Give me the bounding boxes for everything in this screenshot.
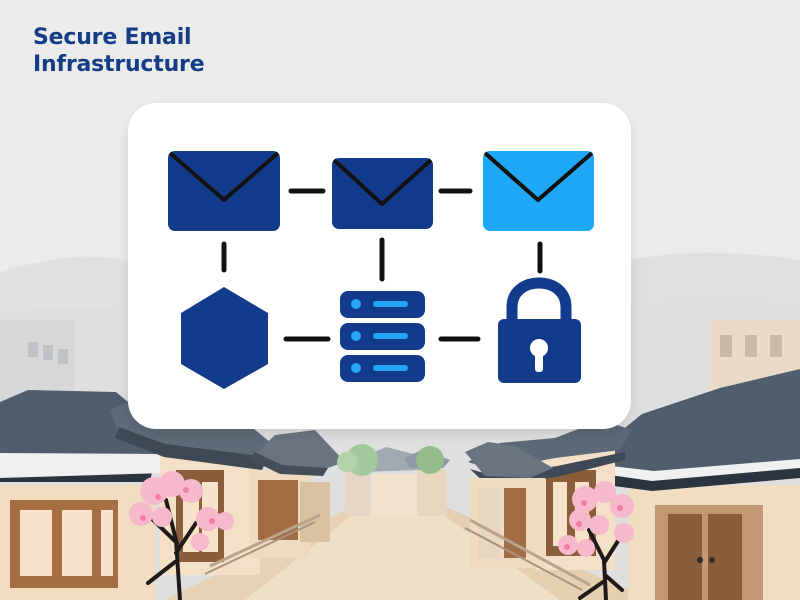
title-block: Secure Email Infrastructure [33, 24, 205, 78]
left-sidewalk [165, 505, 365, 600]
cherry-tree-left [129, 471, 234, 600]
left-street-sidewalk-rails [204, 513, 321, 575]
diagram-card [128, 103, 631, 429]
right-hanok-mid [468, 420, 632, 570]
street-end-buildings [337, 444, 450, 516]
distant-building-left [0, 320, 75, 415]
cherry-tree-right [558, 481, 634, 600]
title-line-2: Infrastructure [33, 52, 205, 77]
left-hanok-far [249, 430, 345, 558]
right-sidewalk [430, 505, 650, 600]
distant-building-right [710, 320, 800, 400]
title-line-1: Secure Email [33, 25, 192, 50]
right-hanok-far [465, 442, 553, 568]
right-street-sidewalk-rails [464, 518, 591, 591]
street-road [245, 505, 560, 600]
